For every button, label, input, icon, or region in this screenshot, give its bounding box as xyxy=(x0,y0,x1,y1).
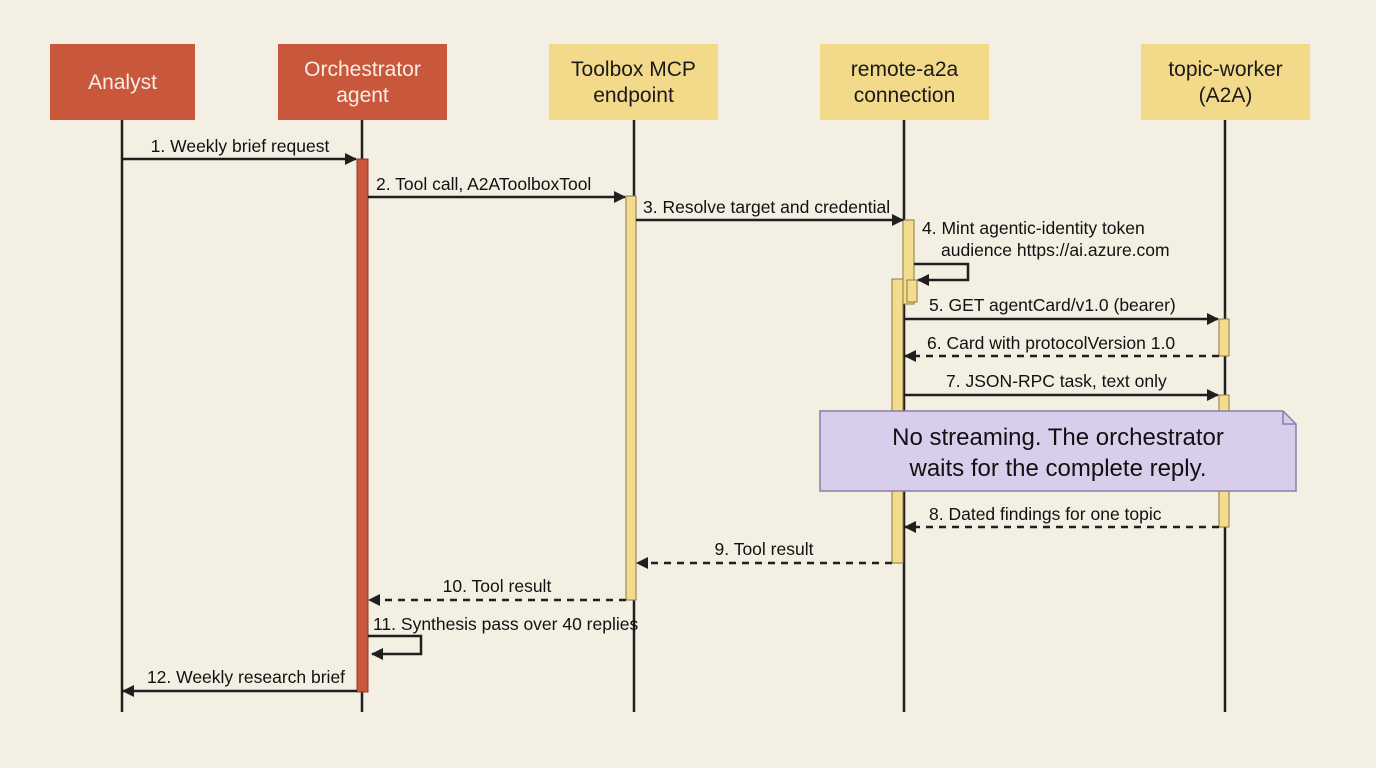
message-2-label: 2. Tool call, A2AToolboxTool xyxy=(376,174,591,194)
actor-worker-label: topic-worker xyxy=(1168,58,1282,81)
message-4-label: 4. Mint agentic-identity token xyxy=(922,218,1145,238)
message-1-label: 1. Weekly brief request xyxy=(151,136,330,156)
message-11-arrow xyxy=(368,634,423,660)
message-6-label: 6. Card with protocolVersion 1.0 xyxy=(927,333,1175,353)
activation-bar-remote-outer xyxy=(902,219,915,305)
message-3-label: 3. Resolve target and credential xyxy=(643,197,890,217)
actor-orchestrator-label: agent xyxy=(336,84,389,107)
actor-remote-label: remote-a2a xyxy=(851,58,959,81)
message-4-arrow xyxy=(914,262,970,286)
actor-analyst-box xyxy=(50,44,195,120)
actor-analyst-label: Analyst xyxy=(88,71,157,94)
actor-toolbox-label: Toolbox MCP xyxy=(571,58,696,81)
activation-bar-worker-card xyxy=(1218,318,1230,357)
actor-remote: remote-a2a connection xyxy=(820,44,989,120)
actor-worker-label: (A2A) xyxy=(1199,84,1253,107)
note-fold xyxy=(1282,411,1296,425)
actor-remote-label: connection xyxy=(854,84,956,107)
actor-orchestrator: Orchestrator agent xyxy=(278,44,447,120)
note-text-line: waits for the complete reply. xyxy=(908,455,1206,482)
message-9-label: 9. Tool result xyxy=(715,539,814,559)
message-7-label: 7. JSON-RPC task, text only xyxy=(946,371,1167,391)
message-10-label: 10. Tool result xyxy=(443,576,552,596)
actor-toolbox: Toolbox MCP endpoint xyxy=(549,44,718,120)
actor-analyst: Analyst xyxy=(50,44,195,120)
actor-orchestrator-box xyxy=(278,44,447,120)
note-no-streaming: No streaming. The orchestrator waits for … xyxy=(819,410,1297,492)
actor-remote-box xyxy=(820,44,989,120)
note-text-line: No streaming. The orchestrator xyxy=(892,424,1224,451)
actor-worker: topic-worker (A2A) xyxy=(1141,44,1310,120)
activation-bar-remote-inner xyxy=(906,279,918,303)
message-5-label: 5. GET agentCard/v1.0 (bearer) xyxy=(929,295,1176,315)
actor-toolbox-label: endpoint xyxy=(593,84,674,107)
actor-orchestrator-label: Orchestrator xyxy=(304,58,421,81)
message-4-label: audience https://ai.azure.com xyxy=(941,240,1170,260)
activation-bar-orchestrator xyxy=(356,158,369,693)
message-12-label: 12. Weekly research brief xyxy=(147,667,345,687)
message-11-label: 11. Synthesis pass over 40 replies xyxy=(373,614,638,634)
message-8-label: 8. Dated findings for one topic xyxy=(929,504,1162,524)
actor-toolbox-box xyxy=(549,44,718,120)
note-box xyxy=(819,410,1297,492)
activation-bar-toolbox xyxy=(625,195,637,601)
actor-worker-box xyxy=(1141,44,1310,120)
